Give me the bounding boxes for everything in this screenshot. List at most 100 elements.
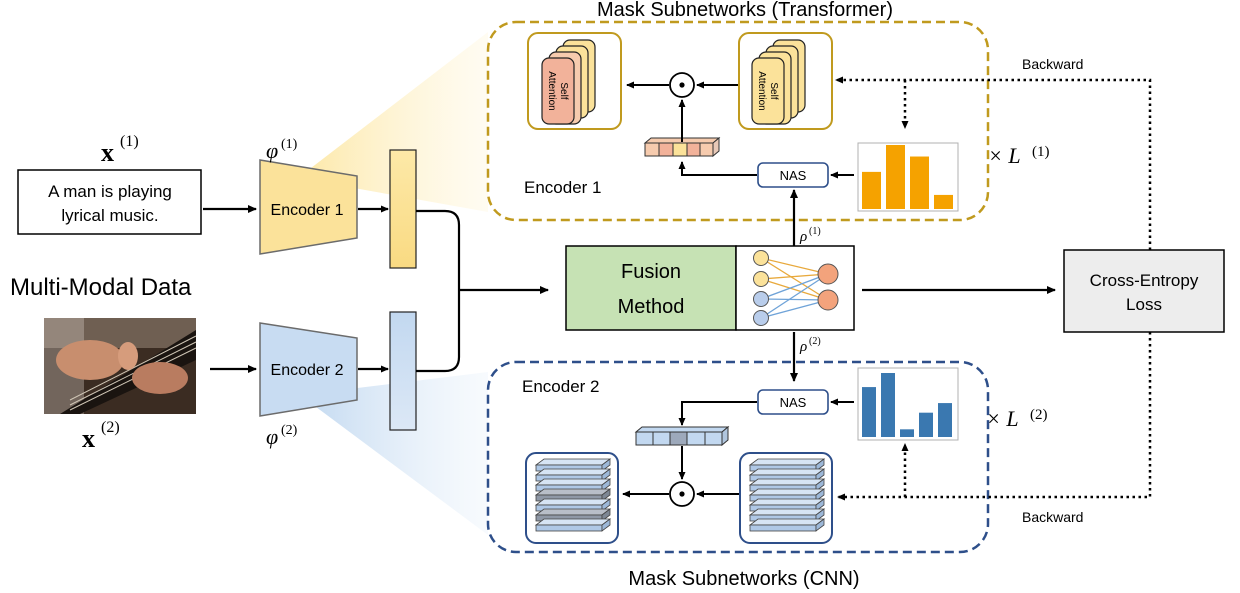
svg-text:(1): (1) bbox=[281, 137, 298, 152]
svg-text:Attention: Attention bbox=[756, 71, 767, 110]
cnn-layer-top bbox=[748, 478, 826, 486]
x1-label: x (1) bbox=[101, 133, 139, 167]
transformer-mask-container bbox=[486, 20, 990, 222]
svg-text:ρ: ρ bbox=[799, 229, 807, 245]
fusion-network-icon bbox=[735, 245, 855, 331]
cnn-layer-top bbox=[748, 468, 826, 476]
histogram-bar bbox=[934, 194, 953, 209]
multimodal-data-label: Multi-Modal Data bbox=[10, 274, 192, 301]
encoder2-block: Encoder 2 bbox=[259, 322, 358, 417]
cnn-subnetworks-title: Mask Subnetworks (CNN) bbox=[628, 568, 859, 590]
cnn-layer-side bbox=[815, 518, 825, 532]
histogram-bar bbox=[938, 403, 952, 437]
mask-vector-bottom bbox=[634, 425, 730, 447]
svg-text:ρ: ρ bbox=[799, 339, 807, 355]
cnn-layer-top bbox=[534, 498, 612, 506]
svg-text:φ: φ bbox=[266, 424, 278, 449]
transformer-subnetworks-title: Mask Subnetworks (Transformer) bbox=[597, 0, 893, 21]
svg-text:(2): (2) bbox=[281, 423, 298, 438]
elementwise-product-bottom bbox=[669, 481, 695, 507]
histogram-bar bbox=[900, 429, 914, 437]
fusion-method-block: Fusion Method bbox=[565, 245, 737, 331]
cnn-layer-top bbox=[748, 498, 826, 506]
rho2-label: ρ (2) bbox=[799, 336, 821, 355]
times-L2-label: × L (2) bbox=[986, 406, 1048, 431]
encoder1-projection-beam bbox=[298, 32, 488, 212]
svg-text:(2): (2) bbox=[1030, 407, 1048, 423]
svg-text:× L: × L bbox=[986, 406, 1019, 431]
merge-line-1 bbox=[416, 209, 461, 290]
merge-line-2 bbox=[416, 290, 461, 373]
svg-text:x: x bbox=[82, 424, 95, 453]
cnn-layer bbox=[749, 524, 817, 532]
backward-path-bottom bbox=[837, 332, 1152, 501]
elementwise-product-top bbox=[669, 72, 695, 98]
svg-text:Loss: Loss bbox=[1126, 295, 1162, 314]
svg-text:Cross-Entropy: Cross-Entropy bbox=[1090, 271, 1199, 290]
svg-text:Self: Self bbox=[768, 82, 779, 99]
cnn-layer-top bbox=[534, 478, 612, 486]
svg-text:x: x bbox=[101, 138, 114, 167]
masked-cnn-layers bbox=[525, 452, 619, 544]
cnn-layer-side bbox=[601, 518, 611, 532]
svg-text:Encoder 1: Encoder 1 bbox=[271, 202, 344, 219]
histogram-bar bbox=[881, 373, 895, 437]
arrow-nas-to-mask-bottom bbox=[678, 401, 757, 426]
histogram-bar bbox=[910, 156, 929, 209]
histogram-bottom bbox=[857, 367, 959, 441]
svg-text:φ: φ bbox=[266, 138, 278, 163]
cnn-layer-top bbox=[748, 518, 826, 526]
masked-self-attention-stack: Self Attention bbox=[527, 32, 622, 130]
cnn-layer-top bbox=[534, 458, 612, 466]
svg-text:lyrical music.: lyrical music. bbox=[61, 206, 158, 225]
cnn-mask-container bbox=[486, 360, 990, 554]
cnn-layer bbox=[535, 524, 603, 532]
cross-entropy-loss-block: Cross-Entropy Loss bbox=[1063, 249, 1225, 333]
svg-text:Self: Self bbox=[558, 82, 569, 99]
svg-text:Fusion: Fusion bbox=[621, 261, 681, 283]
svg-text:Attention: Attention bbox=[546, 71, 557, 110]
cnn-layer-top bbox=[534, 488, 612, 496]
svg-text:Method: Method bbox=[618, 296, 685, 318]
guitar-image bbox=[44, 318, 197, 414]
cnn-layer-top bbox=[534, 508, 612, 516]
nas-box-top: NAS bbox=[757, 162, 829, 188]
rho1-label: ρ (1) bbox=[799, 226, 821, 245]
svg-text:(1): (1) bbox=[120, 133, 139, 150]
feature-vector-2 bbox=[389, 311, 417, 431]
top-encoder1-label: Encoder 1 bbox=[524, 178, 602, 197]
mask-vector-top bbox=[643, 136, 721, 158]
text-input-box: A man is playing lyrical music. bbox=[17, 169, 202, 235]
svg-text:(1): (1) bbox=[809, 226, 821, 237]
cnn-layers bbox=[739, 452, 833, 544]
cnn-layer-top bbox=[748, 508, 826, 516]
encoder1-block: Encoder 1 bbox=[259, 159, 358, 255]
arrow-nas-to-mask-top bbox=[678, 161, 757, 176]
svg-text:(2): (2) bbox=[101, 419, 120, 436]
svg-text:NAS: NAS bbox=[780, 168, 807, 183]
svg-text:NAS: NAS bbox=[780, 395, 807, 410]
backward-label-bottom: Backward bbox=[1022, 509, 1083, 525]
times-L1-label: × L (1) bbox=[988, 143, 1050, 168]
svg-text:(2): (2) bbox=[809, 336, 821, 347]
histogram-bar bbox=[862, 171, 881, 209]
backward-label-top: Backward bbox=[1022, 56, 1083, 72]
bottom-encoder2-label: Encoder 2 bbox=[522, 377, 600, 396]
cnn-layer-top bbox=[748, 458, 826, 466]
histogram-top bbox=[857, 142, 959, 212]
phi1-label: φ (1) bbox=[266, 137, 298, 163]
phi2-label: φ (2) bbox=[266, 423, 298, 449]
cnn-layer-top bbox=[534, 518, 612, 526]
nas-box-bottom: NAS bbox=[757, 389, 829, 415]
svg-text:× L: × L bbox=[988, 143, 1021, 168]
histogram-bar bbox=[919, 412, 933, 437]
encoder2-projection-beam bbox=[300, 372, 488, 535]
backward-path-top bbox=[835, 76, 1152, 250]
histogram-bar bbox=[886, 145, 905, 209]
histogram-bar bbox=[862, 387, 876, 437]
svg-text:Encoder 2: Encoder 2 bbox=[271, 362, 344, 379]
feature-vector-1 bbox=[389, 149, 417, 269]
cnn-layer-top bbox=[534, 468, 612, 476]
svg-text:A man is playing: A man is playing bbox=[48, 182, 172, 201]
